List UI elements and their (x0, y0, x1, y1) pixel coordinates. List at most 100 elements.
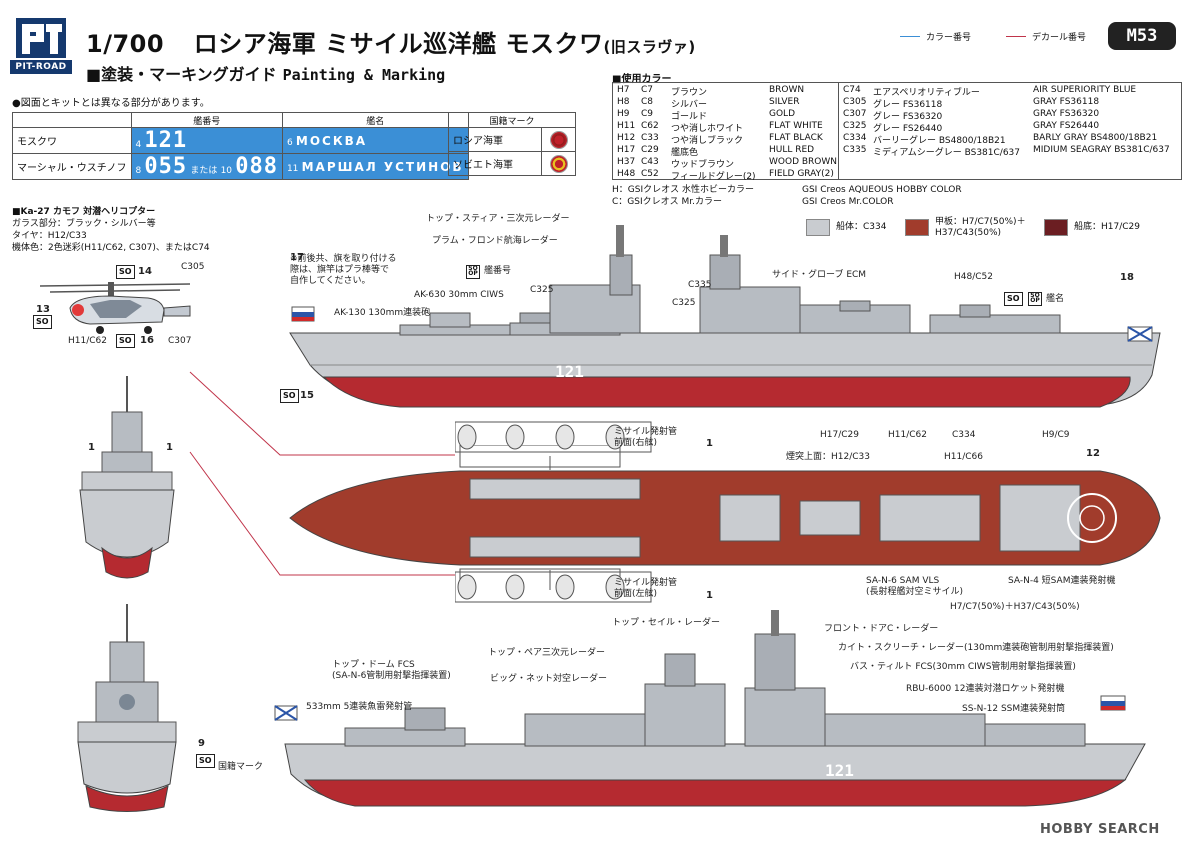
label-h17: H17/C29 (820, 430, 859, 440)
missile-tubes-starboard (455, 421, 652, 453)
decal-12: 12 (1086, 448, 1100, 459)
label-top-dome: トップ・ドーム FCS (SA-N-6管制用射撃指揮装置) (332, 660, 451, 681)
label-c325-b: C325 (672, 298, 696, 308)
ship-title-sub: (旧スラヴァ) (603, 38, 696, 56)
hull-number: 055 (144, 154, 188, 179)
hull-number-alt: 088 (235, 154, 278, 179)
ship-name-cell: マーシャル・ウスチノフ (12, 153, 132, 180)
ship-rear-view (77, 604, 177, 812)
label-plum-frond: プラム・フロンド航海レーダー (432, 236, 558, 246)
subtitle-en: Painting & Marking (282, 66, 446, 84)
decal-so: SO (1004, 292, 1023, 306)
label-ship-name: 艦名 (1046, 294, 1065, 304)
decal-18: 18 (1120, 272, 1134, 283)
label-big-net: ビッグ・ネット対空レーダー (490, 674, 608, 684)
label-rbu6000: RBU-6000 12連装対潜ロケット発射機 (906, 684, 1065, 694)
product-code-badge: M53 (1108, 22, 1176, 50)
bottom-swatch-label: 船底：H17/C29 (1074, 222, 1140, 232)
label-top-pair: トップ・ペア三次元レーダー (488, 648, 606, 658)
hull-number-cell: 8 055 または 10 088 (130, 153, 283, 180)
label-ssn12: SS-N-12 SSM連装発射筒 (962, 704, 1066, 714)
helicopter-drawing (39, 282, 191, 334)
national-mark-header: 国籍マーク (448, 112, 576, 128)
logo-mark-icon (16, 18, 66, 58)
page-subtitle: ■塗装・マーキングガイド Painting & Marking (86, 61, 445, 85)
label-funnel: 煙突上面：H12/C33 (786, 452, 870, 462)
colors-heading: ■使用カラー (612, 74, 672, 85)
heli-c305: C305 (181, 262, 205, 272)
decal-op: SO OP (1028, 292, 1042, 306)
col-ship-name: 艦名 (281, 112, 469, 128)
subtitle-jp: ■塗装・マーキングガイド (86, 65, 277, 84)
label-ak130: AK-130 130mm連装砲 (334, 308, 431, 318)
label-bass-tilt: バス・ティルト FCS(30mm CIWS管制用射撃指揮装置) (850, 662, 1076, 672)
hull-number: 121 (144, 128, 188, 153)
table-row: モスクワ 4 121 6 МОСКВА (12, 127, 469, 154)
table-row: マーシャル・ウスチノフ 8 055 または 10 088 11 МАРШАЛ У… (12, 153, 469, 180)
label-h11c66: H11/C66 (944, 452, 983, 462)
label-h11: H11/C62 (888, 430, 927, 440)
decal-9: 9 (198, 738, 205, 749)
table-corner (12, 112, 132, 128)
hull-number-121-port: 121 (825, 761, 854, 780)
soviet-navy-star-icon (549, 154, 568, 173)
col-hull-number: 艦番号 (130, 112, 283, 128)
label-national-mark: 国籍マーク (218, 762, 264, 772)
decal-15: 15 (300, 390, 314, 401)
decal-op: SO OP (466, 265, 480, 279)
decal-so: SO (33, 315, 52, 329)
ship-name-cell: モスクワ (12, 127, 132, 154)
color-key-line (900, 36, 920, 37)
label-torpedo: 533mm 5連装魚雷発射管 (306, 702, 413, 712)
decal-key-line (1006, 36, 1026, 37)
cyrillic-name: МАРШАЛ УСТИНОВ (301, 159, 464, 174)
decal-so: SO (116, 334, 135, 348)
cyrillic-name: МОСКВА (295, 133, 368, 148)
bottom-swatch (1044, 219, 1068, 236)
deck-swatch (905, 219, 929, 236)
ship-marking-table: 艦番号 艦名 モスクワ 4 121 6 МОСКВА マーシャル・ウスチノフ 8… (12, 112, 469, 180)
russian-navy-star-icon (549, 130, 568, 149)
navy-label: ソビエト海軍 (448, 151, 542, 176)
ship-plan-view (289, 445, 1161, 590)
heli-c307: C307 (168, 336, 192, 346)
decal-1-left: 1 (706, 590, 713, 601)
ship-side-view-starboard: 121 (289, 225, 1161, 408)
decal-so: SO (280, 389, 299, 403)
label-tube-left: ミサイル発射管 前面(左舷) (614, 578, 678, 599)
label-side-globe: サイド・グローブ ECM (772, 270, 867, 280)
table-row: ソビエト海軍 (448, 151, 576, 176)
decal-1-b: 1 (166, 442, 173, 453)
hull-number-121: 121 (555, 362, 584, 381)
decal-17: 17 (290, 252, 304, 263)
color-key-label: カラー番号 (926, 33, 972, 43)
label-h9: H9/C9 (1042, 430, 1070, 440)
label-hull-number: 艦番号 (484, 266, 512, 276)
ship-side-view-port: 121 (274, 610, 1146, 807)
hull-swatch (806, 219, 830, 236)
decal-1-a: 1 (88, 442, 95, 453)
label-top-steer: トップ・スティア・三次元レーダー (426, 214, 570, 224)
label-sa-n6: SA-N-6 SAM VLS (長射程艦対空ミサイル) (866, 576, 964, 597)
name-decal-cell: 11 МАРШАЛ УСТИНОВ (281, 153, 469, 180)
diagram-note: ●図面とキットとは異なる部分があります。 (12, 98, 210, 109)
missile-tubes-port (455, 571, 652, 603)
legend-keys: カラー番号 デカール番号 (900, 30, 1100, 44)
scale-label: 1/700 (86, 30, 165, 58)
heli-h11: H11/C62 (68, 336, 107, 346)
hull-number-cell: 4 121 (130, 127, 283, 154)
